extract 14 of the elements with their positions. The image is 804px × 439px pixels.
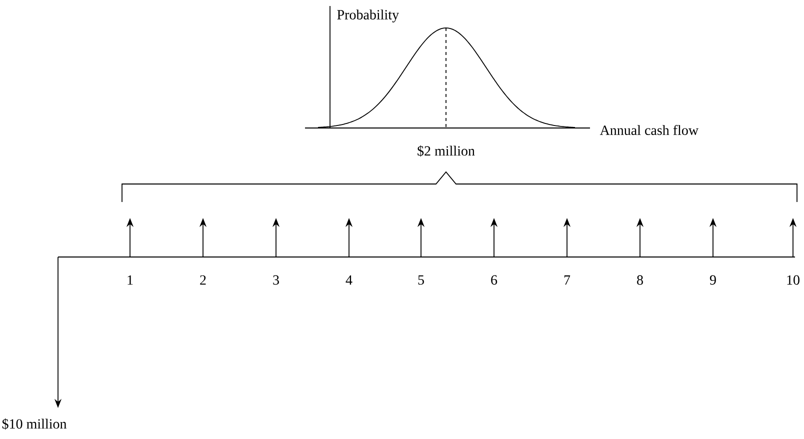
value-label: $2 million [418, 145, 475, 157]
year-label: 7 [564, 275, 570, 285]
year-label: 2 [200, 275, 206, 285]
year-label: 3 [273, 275, 279, 285]
value-label: $10 million [2, 418, 67, 430]
year-label: 6 [491, 275, 498, 285]
year-label: 1 [128, 275, 133, 285]
axis-label: Annual cash flow [600, 125, 698, 135]
year-label: 8 [637, 275, 643, 285]
year-label: 10 [787, 275, 800, 285]
year-label: 5 [418, 275, 424, 285]
axis-label: Probability [337, 10, 399, 22]
year-label: 4 [346, 275, 352, 285]
year-label: 9 [710, 275, 716, 285]
